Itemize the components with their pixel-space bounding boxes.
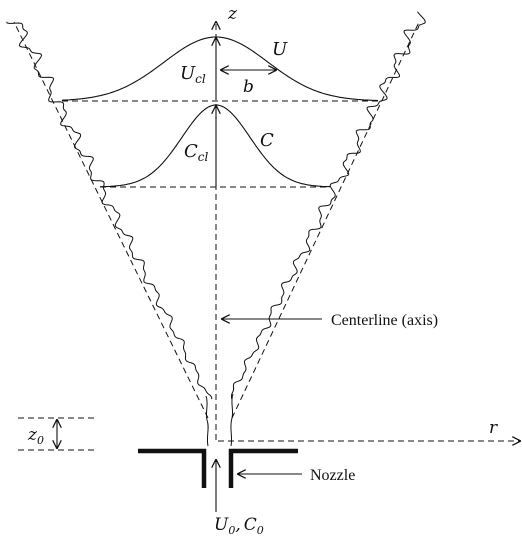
r-axis-label: r xyxy=(489,418,498,438)
nozzle-left-wall xyxy=(138,448,207,488)
velocity-profile-curve xyxy=(61,36,379,102)
nozzle-right-wall xyxy=(228,448,298,488)
centerline-caption: Centerline (axis) xyxy=(331,312,438,329)
z0-label: z0 xyxy=(27,425,44,447)
right-spread-line xyxy=(231,19,421,419)
nozzle-caption: Nozzle xyxy=(310,467,355,484)
concentration-profile-curve xyxy=(99,104,331,188)
z-axis-label: z xyxy=(227,4,238,24)
jet-exit-left-wisp xyxy=(205,395,209,447)
jet-exit-right-wisp xyxy=(230,393,234,447)
right-turbulent-boundary xyxy=(231,11,426,399)
velocity-centerline-label: Ucl xyxy=(180,63,206,86)
concentration-profile-label: C xyxy=(260,130,274,151)
concentration-centerline-label: Ccl xyxy=(184,141,209,164)
inflow-label: U0,C0 xyxy=(214,515,264,537)
left-turbulent-boundary xyxy=(6,21,213,400)
velocity-profile-label: U xyxy=(272,39,288,60)
left-spread-line xyxy=(13,21,209,419)
half-width-label: b xyxy=(243,77,254,97)
